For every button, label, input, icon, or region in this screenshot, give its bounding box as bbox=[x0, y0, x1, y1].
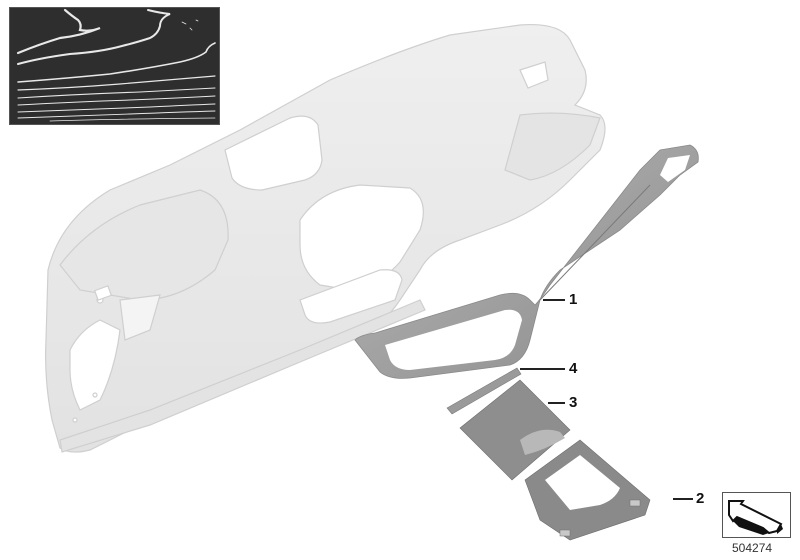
callout-leader-2 bbox=[673, 498, 693, 500]
callout-number-3[interactable]: 3 bbox=[569, 394, 578, 411]
wood-grain-texture bbox=[10, 8, 219, 124]
part-1-decor-trim-strip[interactable] bbox=[354, 144, 699, 379]
material-sample-inset bbox=[9, 7, 220, 125]
callout-number-4[interactable]: 4 bbox=[569, 360, 578, 377]
callout-number-1[interactable]: 1 bbox=[569, 291, 578, 308]
part-3-decor-panel[interactable] bbox=[459, 379, 571, 481]
part-2-console-trim-frame[interactable] bbox=[524, 439, 651, 541]
callout-leader-1 bbox=[543, 299, 565, 301]
diagram-id-label: 504274 bbox=[732, 541, 773, 555]
part-4-decor-strip[interactable] bbox=[446, 367, 522, 415]
callout-leader-3 bbox=[548, 402, 565, 404]
callout-leader-4 bbox=[520, 368, 565, 370]
dashboard-assembly bbox=[45, 23, 606, 453]
arrow-back-icon bbox=[728, 500, 783, 535]
back-navigation-button[interactable] bbox=[722, 492, 791, 538]
callout-number-2[interactable]: 2 bbox=[696, 490, 705, 507]
